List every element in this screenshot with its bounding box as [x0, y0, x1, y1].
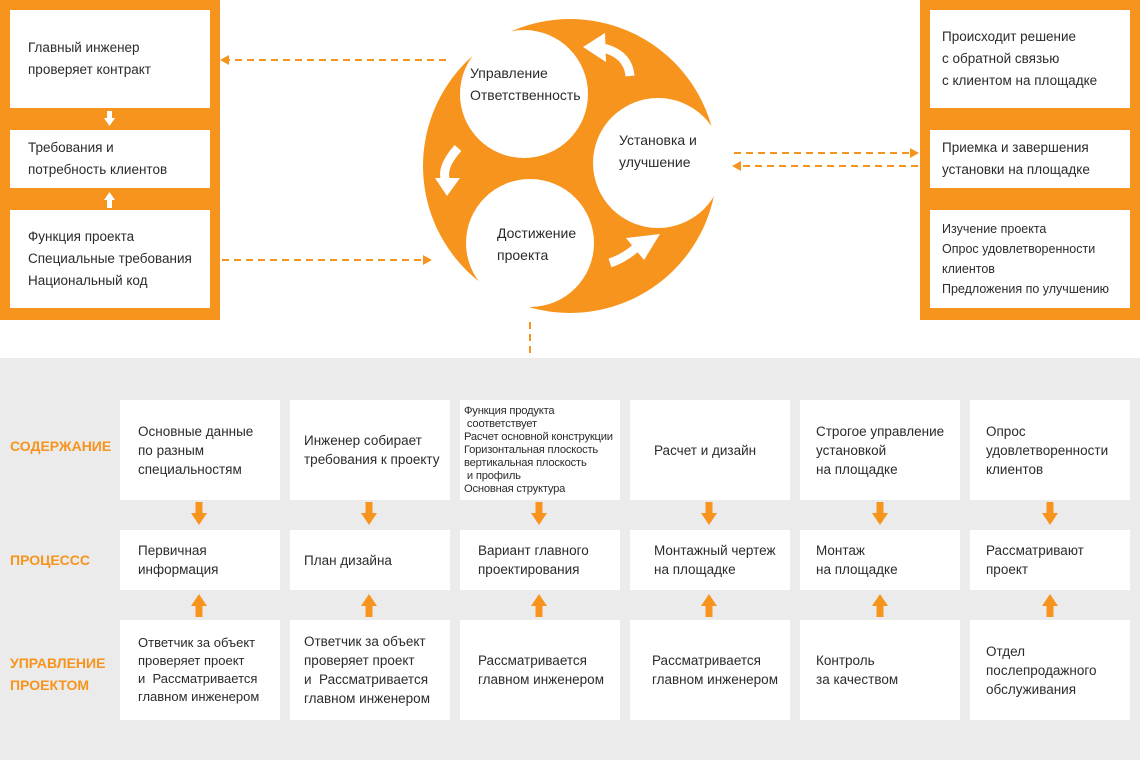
process-cell: Первичная информация: [120, 530, 280, 590]
arrow-up-icon: [361, 594, 377, 617]
content-cell: Расчет и дизайн: [630, 400, 790, 500]
cycle-circle-achievement: [466, 179, 594, 307]
arrow-up-icon: [1042, 594, 1058, 617]
process-cell: Монтаж на площадке: [800, 530, 960, 590]
arrow-down-icon: [104, 111, 115, 126]
content-cell: Инженер собирает требования к проекту: [290, 400, 450, 500]
right-box-3: Изучение проекта Опрос удовлетворенности…: [930, 210, 1130, 308]
process-cell: План дизайна: [290, 530, 450, 590]
process-cell: Монтажный чертеж на площадке: [630, 530, 790, 590]
cycle-circle-management: [460, 30, 588, 158]
content-cell: Строгое управление установкой на площадк…: [800, 400, 960, 500]
arrow-down-icon: [191, 502, 207, 525]
right-box-2: Приемка и завершения установки на площад…: [930, 130, 1130, 188]
arrow-right-icon: [423, 255, 432, 265]
cycle-label-installation: Установка и улучшение: [619, 132, 697, 170]
curved-arrow-head-icon: [626, 234, 660, 260]
arrow-down-icon: [872, 502, 888, 525]
content-cell: Опрос удовлетворенности клиентов: [970, 400, 1130, 500]
management-cell: Контроль за качеством: [800, 620, 960, 720]
arrow-down-icon: [531, 502, 547, 525]
management-cell: Рассматривается главном инженером: [630, 620, 790, 720]
arrow-down-icon: [1042, 502, 1058, 525]
curved-arrow-head-icon: [435, 178, 460, 196]
left-panel-arrows: [104, 111, 115, 208]
arrow-left-icon: [732, 161, 741, 171]
content-cell: Функция продукта соответствует Расчет ос…: [460, 400, 620, 500]
arrow-left-icon: [220, 55, 229, 65]
process-cell: Рассматривают проект: [970, 530, 1130, 590]
cycle-label-achievement: Достижение проекта: [497, 225, 577, 263]
management-cell: Отдел послепродажного обслуживания: [970, 620, 1130, 720]
arrow-up-icon: [872, 594, 888, 617]
row-label-management: УПРАВЛЕНИЕ ПРОЕКТОМ: [10, 655, 106, 693]
left-box-2: Требования и потребность клиентов: [10, 130, 210, 188]
cycle-label-management: Управление Ответственность: [470, 65, 581, 103]
process-cell: Вариант главного проектирования: [460, 530, 620, 590]
curved-arrow-icon: [601, 43, 635, 77]
arrow-down-icon: [361, 502, 377, 525]
left-box-3: Функция проекта Специальные требования Н…: [10, 210, 210, 308]
left-box-1: Главный инженер проверяет контракт: [10, 10, 210, 108]
arrow-up-icon: [191, 594, 207, 617]
management-cell: Ответчик за объект проверяет проект и Ра…: [290, 620, 450, 720]
arrow-right-icon: [910, 148, 919, 158]
management-cell: Ответчик за объект проверяет проект и Ра…: [120, 620, 280, 720]
content-cell: Основные данные по разным специальностям: [120, 400, 280, 500]
row-label-content: СОДЕРЖАНИЕ: [10, 438, 112, 454]
arrow-up-icon: [701, 594, 717, 617]
arrow-up-icon: [531, 594, 547, 617]
arrow-up-icon: [104, 192, 115, 208]
arrow-down-icon: [701, 502, 717, 525]
right-box-1: Происходит решение с обратной связью с к…: [930, 10, 1130, 108]
row-label-process: ПРОЦЕССС: [10, 552, 91, 568]
management-cell: Рассматривается главном инженером: [460, 620, 620, 720]
cycle-diagram: [423, 19, 723, 313]
curved-arrow-head-icon: [583, 33, 606, 62]
cycle-circle-installation: [593, 98, 723, 228]
